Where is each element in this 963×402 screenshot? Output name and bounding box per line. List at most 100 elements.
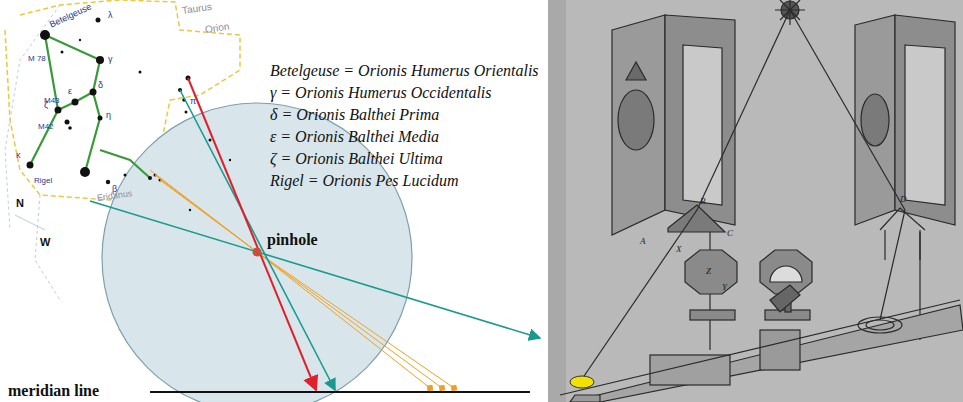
- drawing-part: [80, 167, 90, 177]
- drawing-part: [58, 92, 93, 110]
- greek-letter: δ: [98, 80, 103, 90]
- drawing-part: [770, 266, 802, 282]
- drawing-part: [548, 0, 566, 402]
- drawing-part: [618, 90, 654, 150]
- orion-figure: [30, 35, 150, 178]
- star-gloss: γ = Orionis Humerus Occidentalis: [270, 84, 492, 102]
- drawing-part: [668, 205, 725, 232]
- greek-letter: ε: [68, 86, 72, 96]
- drawing-part: [55, 107, 62, 114]
- drawing-part: [560, 0, 963, 402]
- drawing-part: [15, 215, 45, 230]
- drawing-part: [189, 209, 191, 211]
- engraving: [548, 0, 963, 402]
- engraving-letter: Z: [706, 266, 711, 276]
- engraving-letter: D: [900, 194, 907, 204]
- drawing-part: [96, 18, 101, 23]
- meridian-line: [150, 391, 530, 393]
- drawing-part: [685, 250, 737, 294]
- engraving-letter: B: [700, 196, 706, 206]
- drawing-part: [96, 56, 104, 64]
- drawing-part: [650, 355, 730, 385]
- drawing-part: [72, 99, 79, 106]
- compass-letter: W: [40, 236, 50, 249]
- drawing-part: [760, 330, 800, 370]
- drawing-part: [124, 174, 127, 177]
- drawing-part: [20, 0, 240, 70]
- drawing-part: [155, 175, 442, 388]
- engraving-letter: Y: [722, 282, 727, 292]
- star-gloss: δ = Orionis Balthei Prima: [270, 106, 439, 124]
- drawing-part: [185, 111, 188, 114]
- drawing-part: [612, 15, 665, 235]
- drawing-part: [100, 150, 150, 178]
- pinhole-label: pinhole: [265, 231, 320, 249]
- drawing-part: [209, 139, 212, 142]
- drawing-part: [548, 0, 963, 402]
- greek-letter: β: [112, 184, 117, 194]
- star-gloss: Rigel = Orionis Pes Lucidum: [270, 172, 459, 190]
- drawing-part: [861, 94, 889, 146]
- drawing-part: [626, 62, 646, 80]
- drawing-part: [895, 15, 955, 225]
- drawing-part: [98, 116, 103, 121]
- drawing-part: [790, 10, 905, 210]
- star-gloss: ζ = Orionis Balthei Ultima: [270, 150, 443, 168]
- drawing-part: [665, 15, 735, 225]
- compass-letter: N: [16, 197, 24, 210]
- greek-letter: π: [190, 96, 196, 106]
- drawing-part: [560, 300, 960, 395]
- drawing-part: [45, 35, 100, 60]
- drawing-part: [40, 30, 50, 40]
- drawing-part: [855, 15, 895, 225]
- engraving-letter: A: [640, 236, 646, 246]
- drawing-part: [68, 126, 72, 130]
- drawing-part: [65, 120, 70, 125]
- field-circle: [102, 103, 412, 402]
- drawing-part: [770, 285, 800, 312]
- drawing-part: [85, 60, 100, 172]
- greek-letter: λ: [108, 10, 113, 20]
- greek-letter: κ: [16, 150, 21, 160]
- drawing-part: [79, 39, 81, 41]
- star-name: Rigel: [34, 176, 52, 185]
- stars: [27, 18, 232, 212]
- drawing-part: [139, 71, 142, 74]
- drawing-part: [229, 159, 231, 161]
- constellation-name: Orion: [204, 21, 230, 36]
- drawing-part: [690, 310, 735, 320]
- drawing-part: [90, 89, 97, 96]
- drawing-part: [570, 305, 963, 402]
- engraving-letter: C: [727, 228, 733, 238]
- drawing-part: [570, 395, 600, 402]
- engraving-letter: X: [676, 244, 682, 254]
- object-name: M 78: [28, 54, 46, 63]
- drawing-part: [148, 176, 152, 180]
- drawing-part: [90, 201, 540, 338]
- light-rays: [90, 78, 540, 390]
- object-name: M42: [38, 122, 54, 131]
- drawing-part: [697, 10, 790, 210]
- drawing-part: [880, 210, 905, 320]
- constellation-name: Taurus: [181, 1, 212, 17]
- star-gloss: ε = Orionis Balthei Media: [270, 128, 439, 146]
- drawing-part: [170, 70, 240, 100]
- drawing-part: [570, 376, 594, 388]
- drawing-part: [27, 162, 34, 169]
- drawing-part: [5, 30, 170, 200]
- drawing-part: [106, 180, 110, 184]
- meridian-label: meridian line: [8, 382, 99, 400]
- drawing-part: [35, 195, 60, 300]
- drawing-part: [775, 0, 805, 25]
- drawing-part: [880, 208, 925, 260]
- drawing-part: [160, 180, 454, 388]
- greek-letter: ζ: [44, 100, 48, 110]
- drawing-part: [683, 45, 722, 205]
- greek-letter: γ: [108, 54, 113, 64]
- drawing-part: [905, 45, 945, 205]
- drawing-part: [61, 51, 64, 54]
- greek-letter: η: [106, 110, 111, 120]
- pinhole-dot: [253, 248, 262, 257]
